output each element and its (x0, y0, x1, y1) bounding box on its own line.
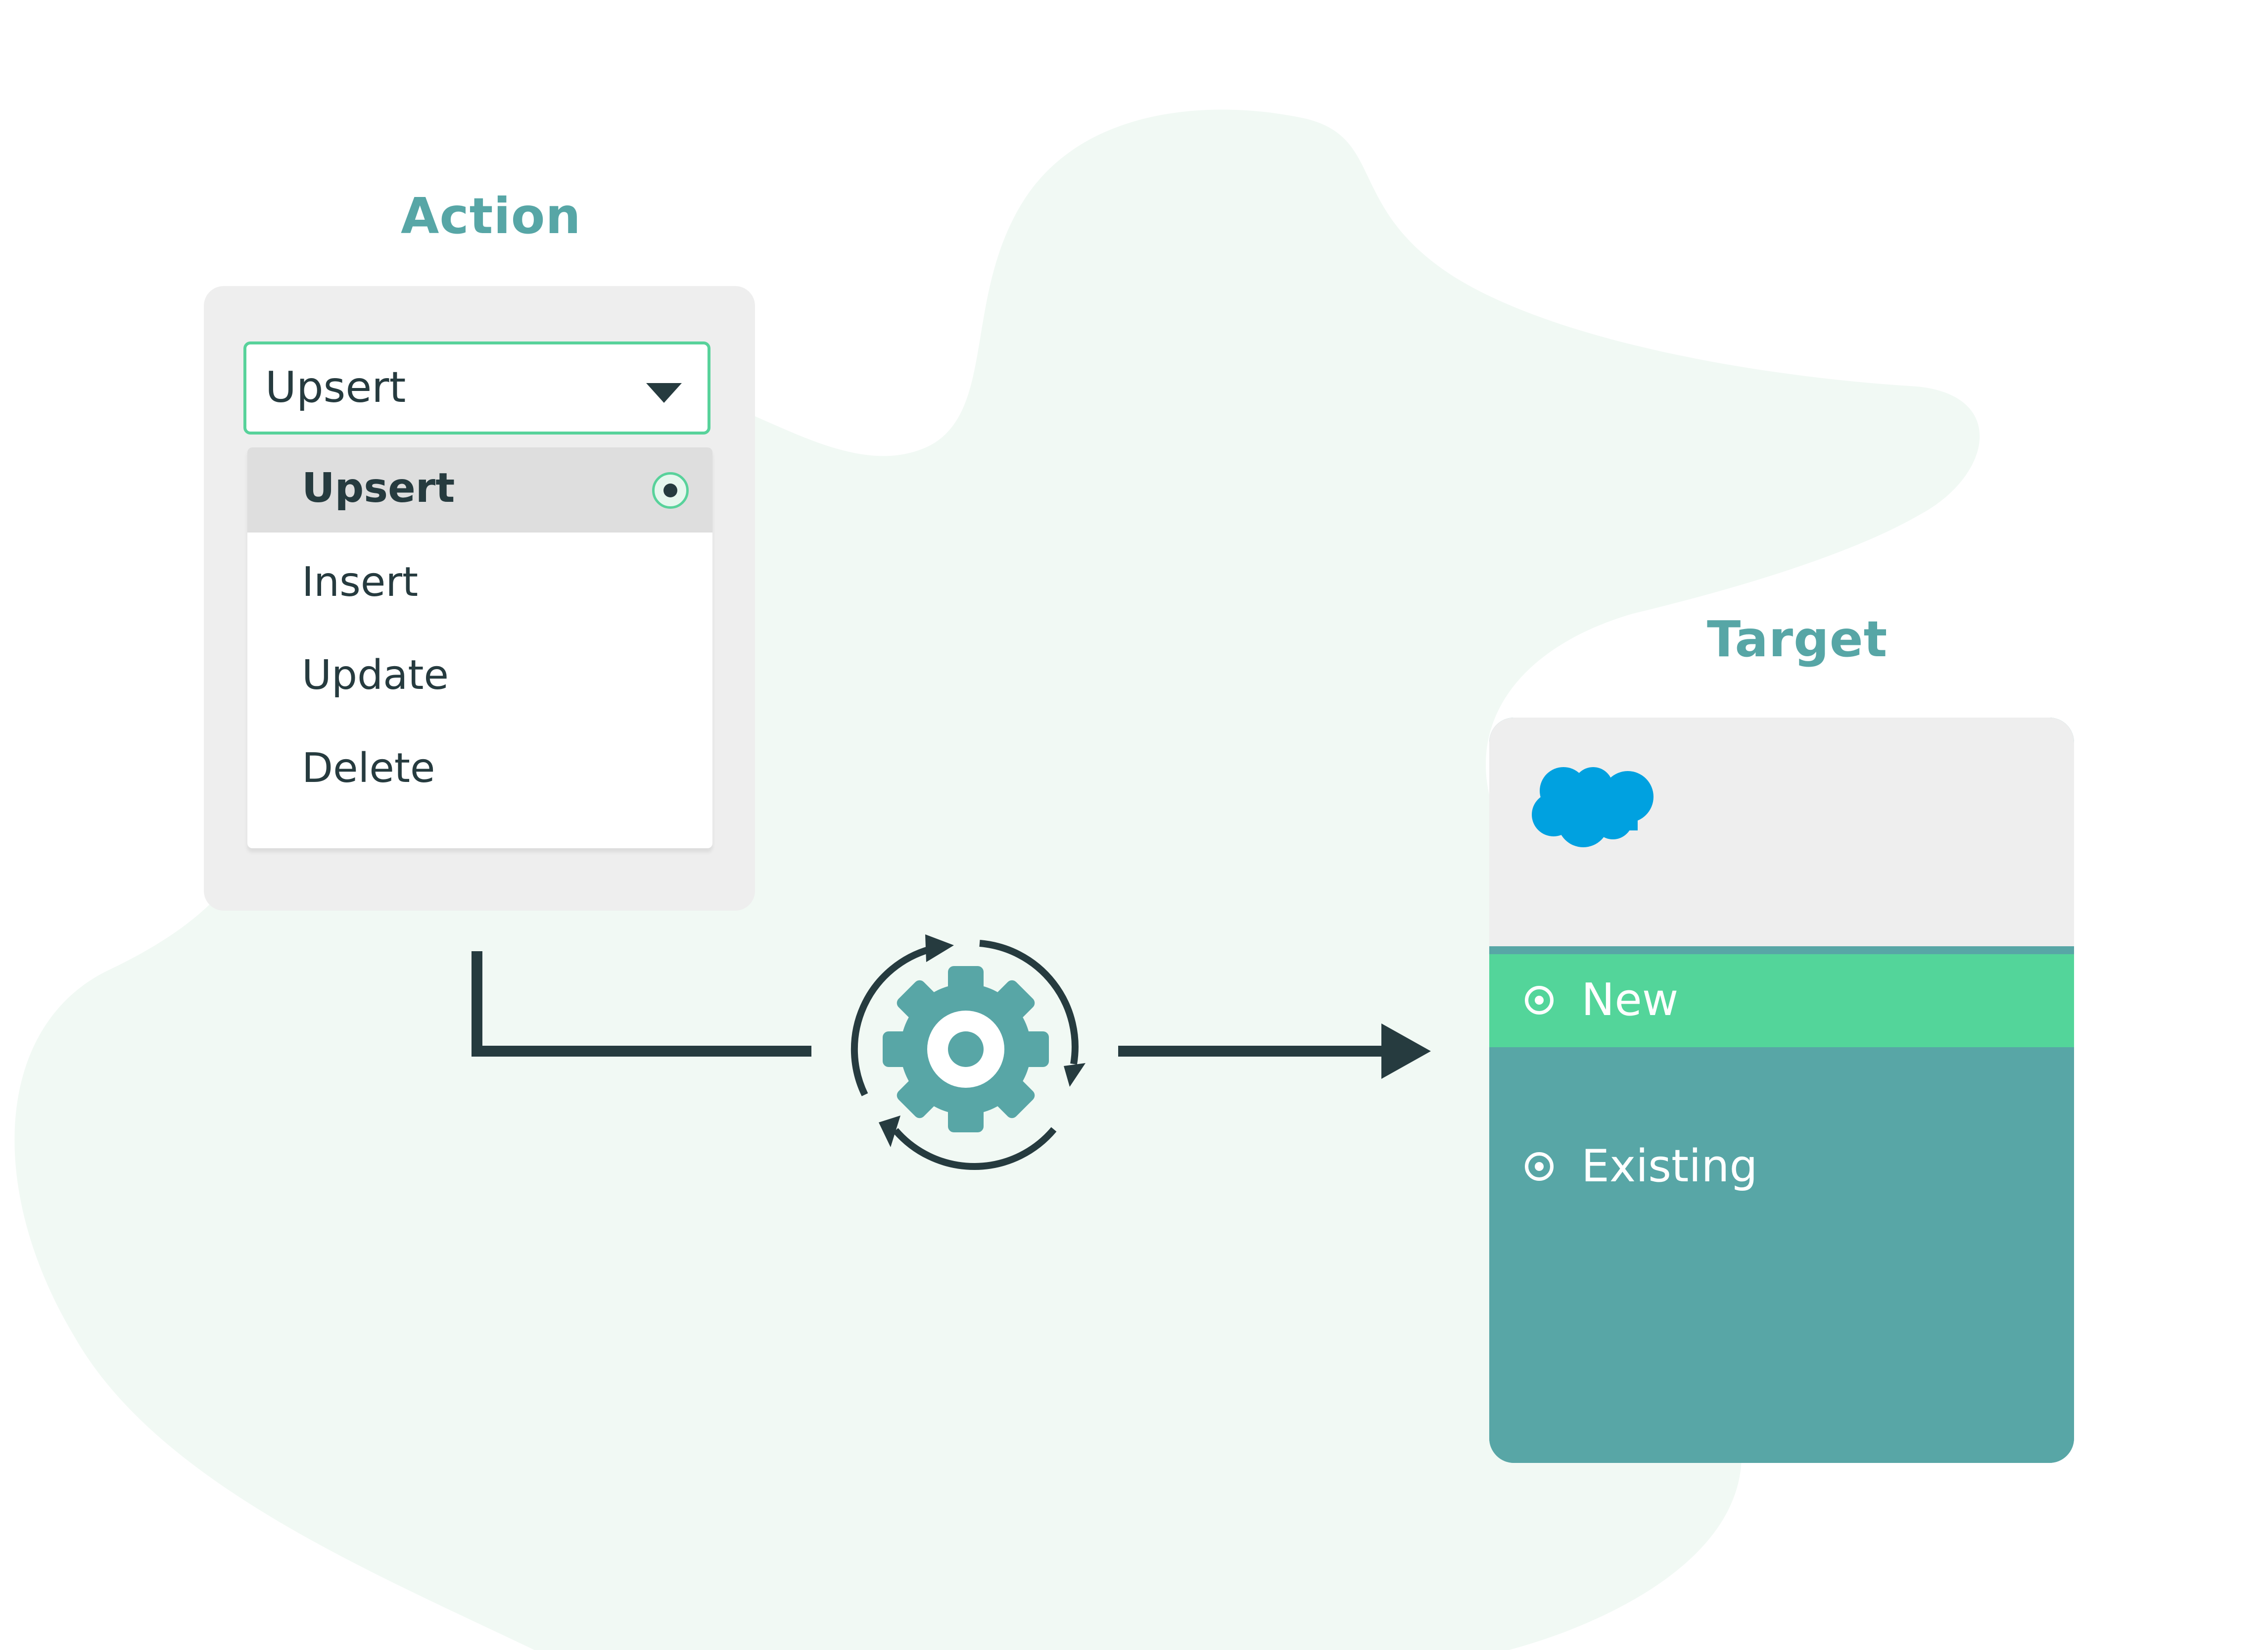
target-title: Target (1707, 610, 1888, 668)
menu-item-label: Upsert (302, 465, 455, 512)
menu-item-update[interactable]: Update (247, 634, 712, 720)
menu-item-label: Update (302, 652, 449, 699)
target-option-label: New (1581, 974, 1679, 1026)
menu-item-delete[interactable]: Delete (247, 728, 712, 813)
salesforce-cloud-logo (1532, 767, 1654, 847)
target-option-new[interactable]: New (1489, 954, 2074, 1047)
target-option-existing[interactable]: Existing (1489, 1055, 2074, 1463)
target-card-header (1489, 718, 2074, 946)
menu-item-insert[interactable]: Insert (247, 541, 712, 627)
target-option-label: Existing (1581, 1140, 1758, 1192)
target-card: New Existing (1489, 718, 2074, 1463)
menu-item-label: Delete (302, 745, 435, 792)
arrow-head-icon (1381, 1023, 1431, 1079)
menu-item-label: Insert (302, 559, 419, 606)
action-select[interactable]: Upsert (243, 341, 710, 435)
caret-down-icon[interactable] (646, 383, 682, 403)
radio-selected-icon (652, 472, 689, 509)
action-select-value: Upsert (265, 363, 406, 412)
elbow-connector (472, 951, 811, 1057)
radio-icon (1525, 986, 1554, 1015)
radio-icon (1525, 1152, 1554, 1181)
action-dropdown-menu: Upsert Insert Update Delete (247, 447, 712, 848)
action-title: Action (401, 187, 581, 245)
action-panel: Upsert Upsert Insert Update Delete (204, 286, 755, 911)
menu-item-upsert[interactable]: Upsert (247, 447, 712, 533)
gear-sync-icon (850, 934, 1086, 1170)
